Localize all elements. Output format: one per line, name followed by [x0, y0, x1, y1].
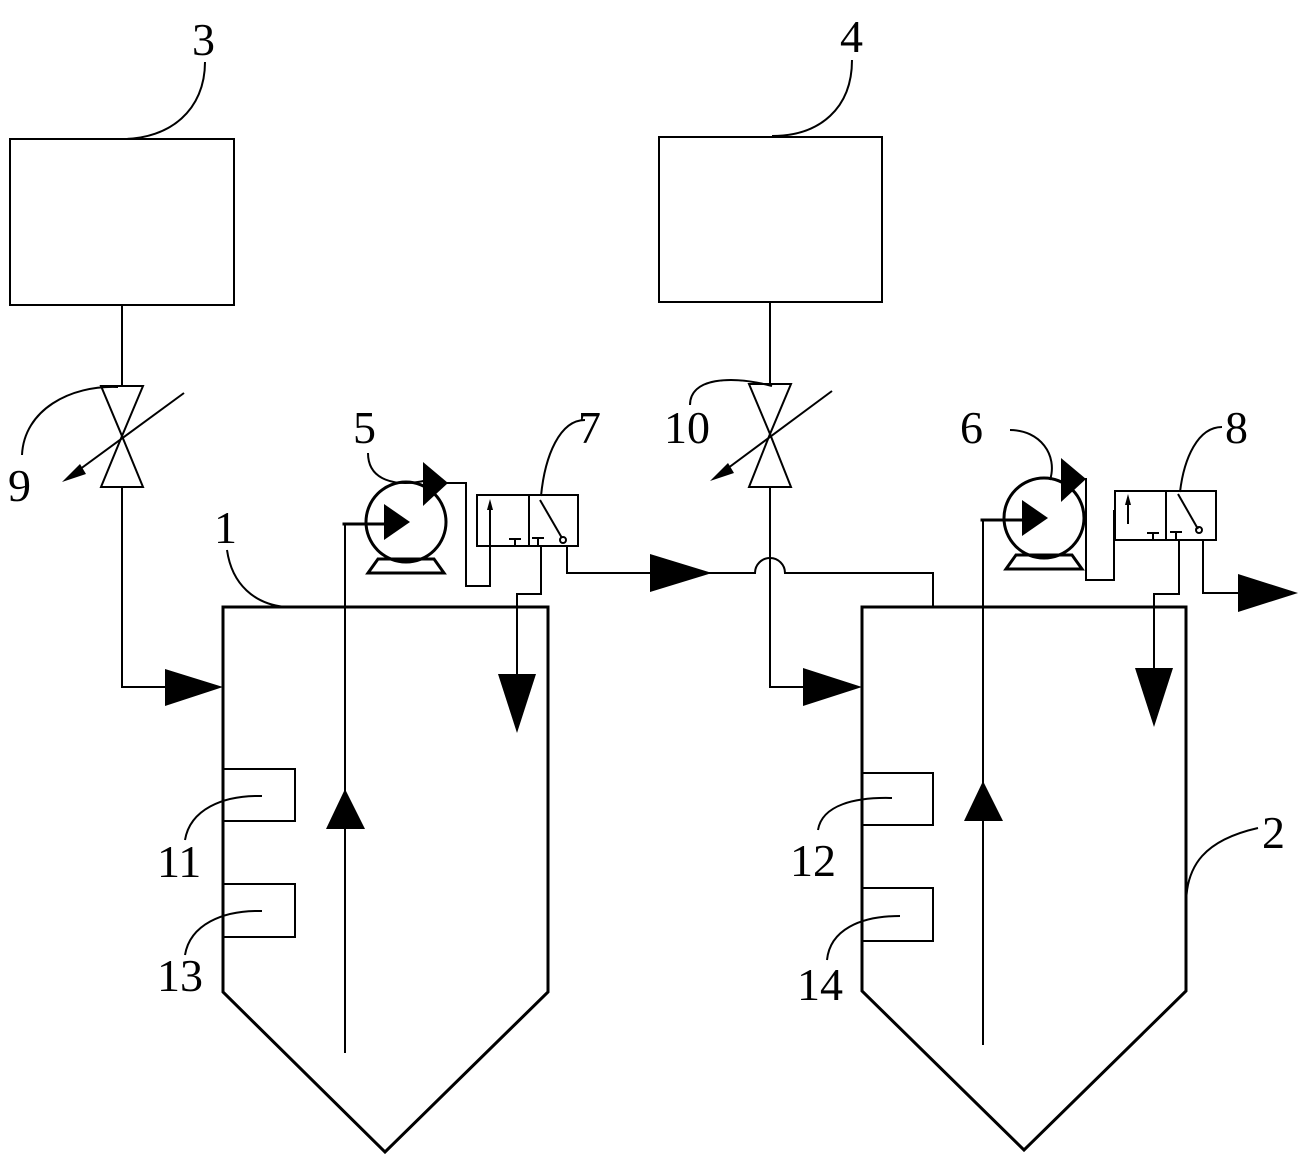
leader-6	[1009, 429, 1053, 481]
label-12: 12	[790, 835, 836, 886]
feed-line-4	[769, 302, 808, 688]
label-3: 3	[192, 14, 215, 65]
return-line-1	[516, 546, 542, 680]
label-14: 14	[797, 959, 843, 1010]
label-11: 11	[157, 836, 201, 887]
recirc-arrow-1	[326, 789, 365, 829]
pump-6	[980, 458, 1115, 581]
component-11	[223, 768, 296, 822]
leader-13	[184, 909, 263, 956]
label-2: 2	[1262, 807, 1285, 858]
label-4: 4	[840, 11, 863, 62]
outlet-line	[1202, 540, 1240, 594]
tank-1	[221, 605, 550, 1155]
label-6: 6	[960, 402, 983, 453]
label-7: 7	[578, 402, 601, 453]
valve-7	[476, 494, 579, 547]
tank-2	[860, 605, 1188, 1153]
pump-5	[342, 462, 491, 587]
valve-10	[710, 383, 833, 488]
component-12	[862, 772, 934, 826]
leader-7	[540, 419, 586, 497]
leader-9	[21, 385, 119, 456]
label-9: 9	[8, 460, 31, 511]
leader-5	[367, 452, 429, 484]
valve-9	[62, 385, 185, 488]
feed-line-3	[121, 305, 170, 688]
return-arrow-1	[498, 674, 536, 733]
component-13	[223, 883, 296, 938]
outlet-arrow	[1238, 574, 1298, 612]
leader-8	[1179, 426, 1223, 493]
feed-arrow-4	[803, 668, 862, 706]
leader-12	[817, 796, 893, 831]
feed-arrow-3	[165, 669, 223, 706]
return-line-2	[1153, 540, 1180, 672]
label-10: 10	[664, 402, 710, 453]
box-4	[658, 136, 883, 303]
transfer-arrow	[650, 554, 712, 592]
leader-1	[226, 549, 286, 608]
recirc-arrow-2	[964, 781, 1003, 821]
leader-4	[771, 59, 853, 137]
box-3	[9, 138, 235, 306]
label-1: 1	[214, 502, 237, 553]
leader-2	[1185, 827, 1259, 906]
valve-8	[1114, 490, 1217, 541]
transfer-line	[566, 546, 934, 607]
leader-11	[184, 794, 263, 841]
label-13: 13	[157, 950, 203, 1001]
leader-10	[689, 379, 773, 406]
label-8: 8	[1225, 402, 1248, 453]
leader-3	[121, 61, 206, 140]
leader-14	[826, 915, 901, 961]
return-arrow-2	[1135, 668, 1173, 727]
label-5: 5	[353, 402, 376, 453]
component-14	[862, 887, 934, 942]
